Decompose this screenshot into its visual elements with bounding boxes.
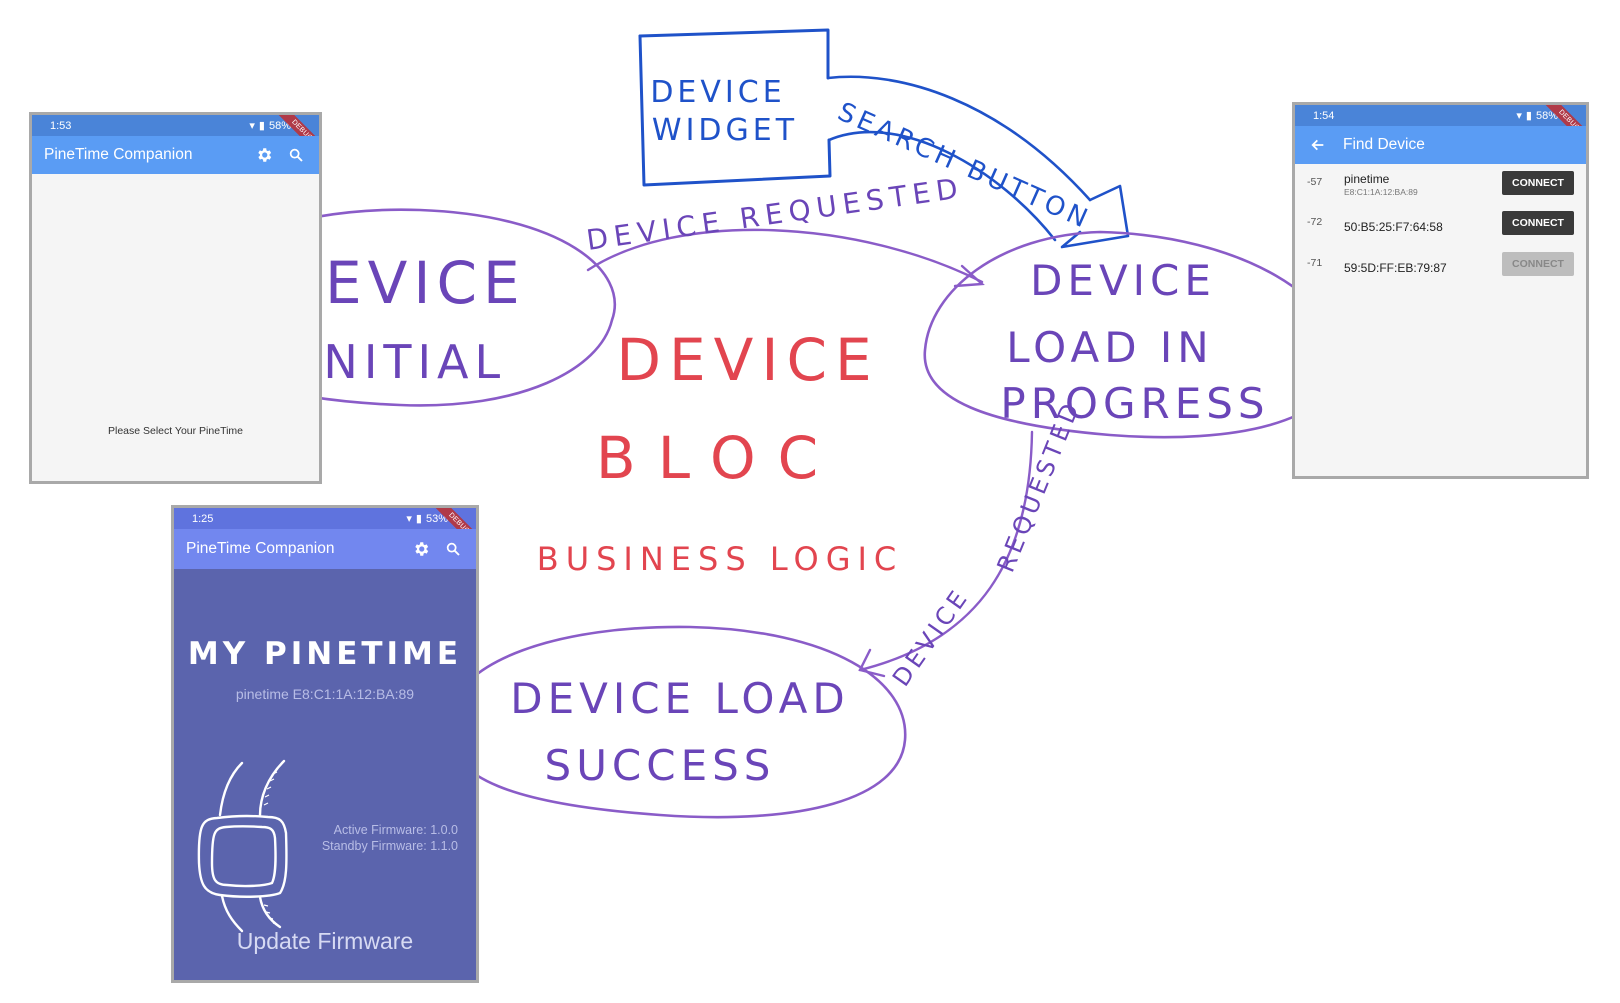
state-success-label-1: DEVICE LOAD	[510, 674, 850, 723]
device-row[interactable]: -57 pinetime E8:C1:1A:12:BA:89 CONNECT	[1295, 168, 1586, 204]
phone-load-success: 1:25 ▾ ▮ 53% DEBUG PineTime Companion MY…	[171, 505, 479, 983]
search-icon[interactable]	[442, 538, 464, 560]
status-time: 1:54	[1313, 109, 1335, 122]
settings-gear-icon[interactable]	[410, 538, 432, 560]
device-name: 59:5D:FF:EB:79:87	[1344, 261, 1447, 275]
battery-level: 58%	[268, 119, 291, 132]
state-progress-label-1: DEVICE	[1030, 256, 1216, 305]
back-arrow-icon[interactable]	[1307, 134, 1329, 156]
bloc-title-2: BLOC	[596, 424, 840, 492]
settings-gear-icon[interactable]	[253, 144, 275, 166]
my-pinetime-heading: MY PINETIME	[187, 636, 463, 672]
wifi-icon: ▾	[249, 120, 255, 132]
app-bar: PineTime Companion	[32, 136, 319, 174]
edge-device-requested-right	[858, 430, 1034, 678]
device-row[interactable]: -72 50:B5:25:F7:64:58 CONNECT	[1295, 208, 1586, 244]
connect-button[interactable]: CONNECT	[1502, 171, 1574, 195]
connect-button[interactable]: CONNECT	[1502, 211, 1574, 235]
rssi-value: -72	[1307, 216, 1323, 228]
phone-initial: 1:53 ▾ ▮ 58% DEBUG PineTime Companion Pl…	[29, 112, 322, 484]
status-bar: 1:54 ▾ ▮ 58% DEBUG	[1295, 105, 1586, 150]
device-widget-box	[638, 28, 832, 187]
state-progress-label-3: PROGRESS	[1000, 379, 1269, 428]
device-name: pinetime	[1344, 172, 1390, 186]
state-success-label-2: SUCCESS	[545, 741, 776, 790]
state-progress-label-2: LOAD IN	[1006, 323, 1213, 372]
standby-firmware: Standby Firmware: 1.1.0	[321, 839, 458, 853]
battery-level: 53%	[425, 512, 448, 525]
update-firmware-button[interactable]: Update Firmware	[236, 928, 414, 954]
search-icon[interactable]	[285, 144, 307, 166]
app-title: Find Device	[1343, 136, 1425, 153]
battery-icon: ▮	[258, 120, 265, 132]
device-line: pinetime E8:C1:1A:12:BA:89	[235, 686, 415, 702]
device-mac: E8:C1:1A:12:BA:89	[1344, 187, 1418, 197]
search-button-arrow	[826, 75, 1130, 249]
battery-icon: ▮	[1525, 110, 1532, 122]
rssi-value: -71	[1307, 257, 1323, 269]
app-title: PineTime Companion	[186, 540, 335, 557]
device-name: 50:B5:25:F7:64:58	[1344, 220, 1443, 234]
status-bar: 1:25 ▾ ▮ 53% DEBUG	[174, 508, 476, 553]
wifi-icon: ▾	[406, 513, 412, 525]
status-time: 1:53	[50, 119, 72, 132]
state-success-ellipse	[445, 625, 907, 819]
active-firmware: Active Firmware: 1.0.0	[333, 823, 458, 837]
bloc-subtitle: BUSINESS LOGIC	[537, 540, 904, 578]
rssi-value: -57	[1307, 176, 1323, 188]
watch-sketch-icon	[197, 759, 288, 933]
battery-icon: ▮	[415, 513, 422, 525]
app-title: PineTime Companion	[44, 146, 193, 163]
connect-button-disabled: CONNECT	[1502, 252, 1574, 276]
edge-device-requested-top	[586, 228, 985, 288]
phone-find-device: 1:54 ▾ ▮ 58% DEBUG Find Device -57 pinet…	[1292, 102, 1589, 479]
widget-label-2: WIDGET	[652, 113, 798, 148]
app-bar: Find Device	[1295, 126, 1586, 164]
select-message: Please Select Your PineTime	[107, 425, 244, 437]
status-time: 1:25	[192, 512, 214, 525]
widget-label-1: DEVICE	[650, 75, 785, 110]
wifi-icon: ▾	[1516, 110, 1522, 122]
edge-right-label-a: DEVICE	[887, 583, 975, 692]
bloc-title-1: DEVICE	[616, 326, 879, 394]
device-row[interactable]: -71 59:5D:FF:EB:79:87 CONNECT	[1295, 249, 1586, 285]
status-bar: 1:53 ▾ ▮ 58% DEBUG	[32, 115, 319, 160]
edge-top-label: DEVICE REQUESTED	[584, 171, 965, 257]
app-bar: PineTime Companion	[174, 529, 476, 569]
state-initial-label-2: INITIAL	[304, 335, 506, 389]
battery-level: 58%	[1535, 109, 1558, 122]
